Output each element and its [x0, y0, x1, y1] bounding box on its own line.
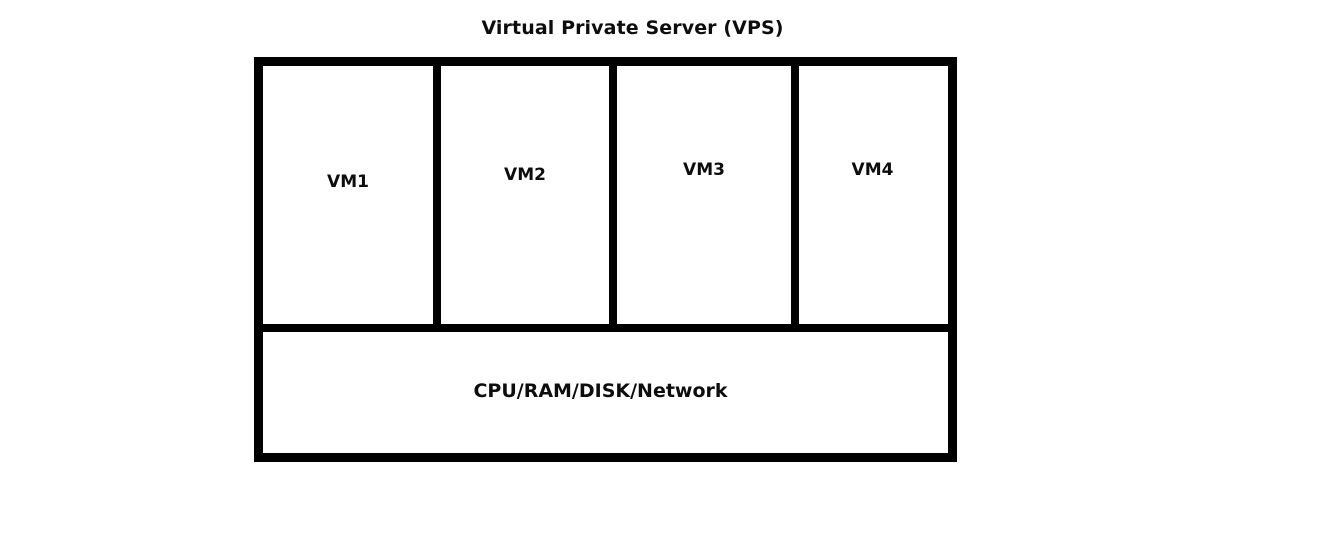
vm-label-vm1: VM1	[327, 172, 369, 192]
vm-box-vm3: VM3	[617, 66, 799, 324]
resource-bar-label: CPU/RAM/DISK/Network	[473, 380, 728, 402]
resource-bar: CPU/RAM/DISK/Network	[263, 332, 948, 453]
vm-label-vm3: VM3	[683, 160, 725, 180]
vm-row: VM1 VM2 VM3 VM4	[263, 66, 948, 324]
vm-box-vm4: VM4	[799, 66, 946, 324]
vm-label-vm2: VM2	[504, 165, 546, 185]
vm-box-vm1: VM1	[263, 66, 441, 324]
vm-label-vm4: VM4	[851, 160, 894, 180]
vm-row-divider	[263, 324, 948, 332]
vps-container: VM1 VM2 VM3 VM4 CPU/RAM/DISK/Network	[254, 57, 957, 462]
diagram-title: Virtual Private Server (VPS)	[481, 17, 784, 39]
vm-box-vm2: VM2	[441, 66, 617, 324]
